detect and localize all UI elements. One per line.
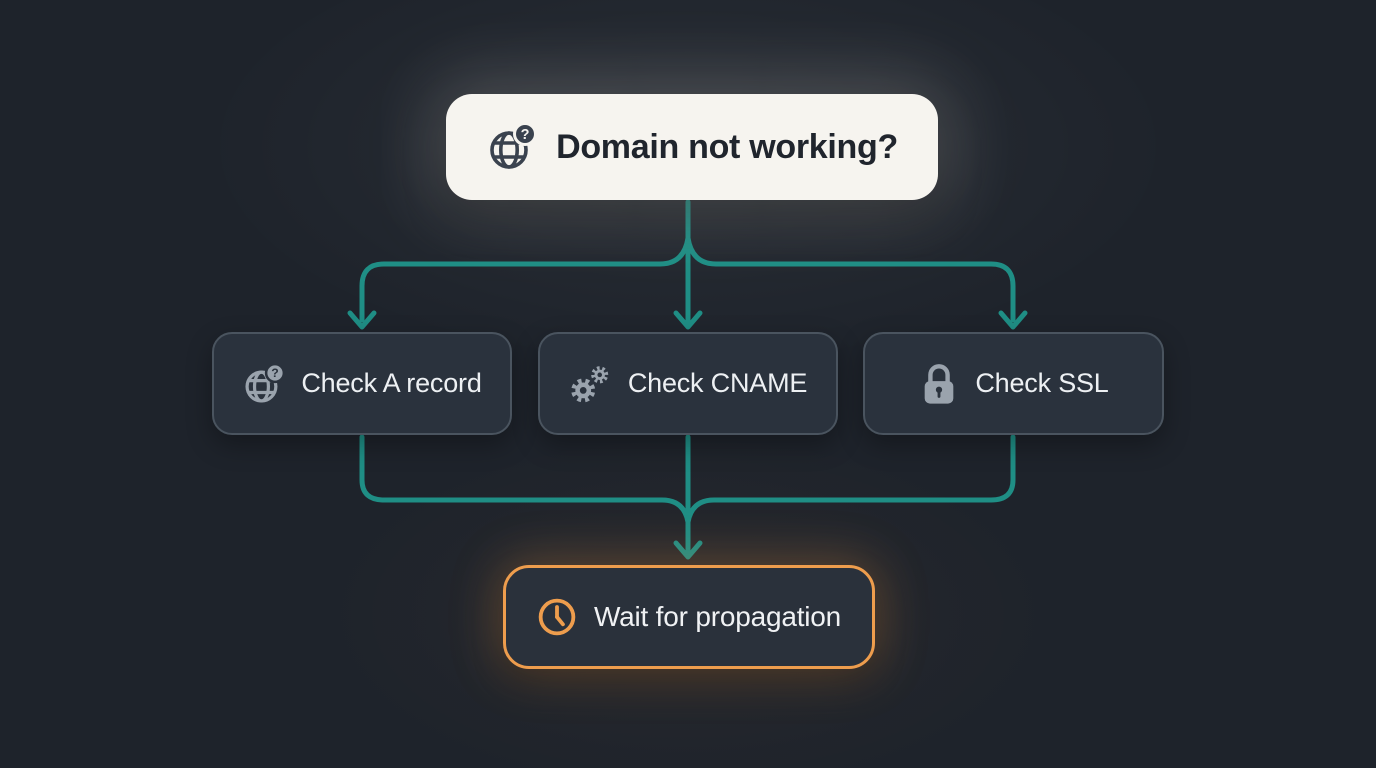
node-label-check-cname: Check CNAME <box>627 368 808 398</box>
connector-root-right <box>685 235 1016 323</box>
arrowhead-right <box>998 310 1028 330</box>
gears-icon <box>569 362 613 406</box>
node-label-wait-for-propagation: Wait for propagation <box>593 601 842 632</box>
arrowhead-left <box>347 310 377 330</box>
arrowhead-center <box>673 310 703 330</box>
node-check-a-record: ? Check A record <box>212 332 512 435</box>
lock-icon <box>918 361 960 407</box>
globe-question-icon: ? <box>486 121 538 173</box>
node-domain-not-working: ? Domain not working? <box>446 94 938 200</box>
node-wait-for-propagation: Wait for propagation <box>503 565 875 669</box>
connector-root-left <box>359 235 691 323</box>
node-check-ssl: Check SSL <box>863 332 1164 435</box>
node-label-check-ssl: Check SSL <box>975 368 1109 398</box>
question-mark: ? <box>272 366 279 380</box>
connector-merge-right <box>685 434 1016 525</box>
node-check-cname: Check CNAME <box>538 332 838 435</box>
node-label-root: Domain not working? <box>556 127 898 166</box>
question-mark: ? <box>521 127 530 143</box>
arrowhead-bottom <box>673 540 703 560</box>
globe-question-icon: ? <box>242 362 286 406</box>
connector-merge-left <box>359 434 691 525</box>
node-label-check-a-record: Check A record <box>301 368 482 398</box>
clock-icon <box>537 597 577 637</box>
